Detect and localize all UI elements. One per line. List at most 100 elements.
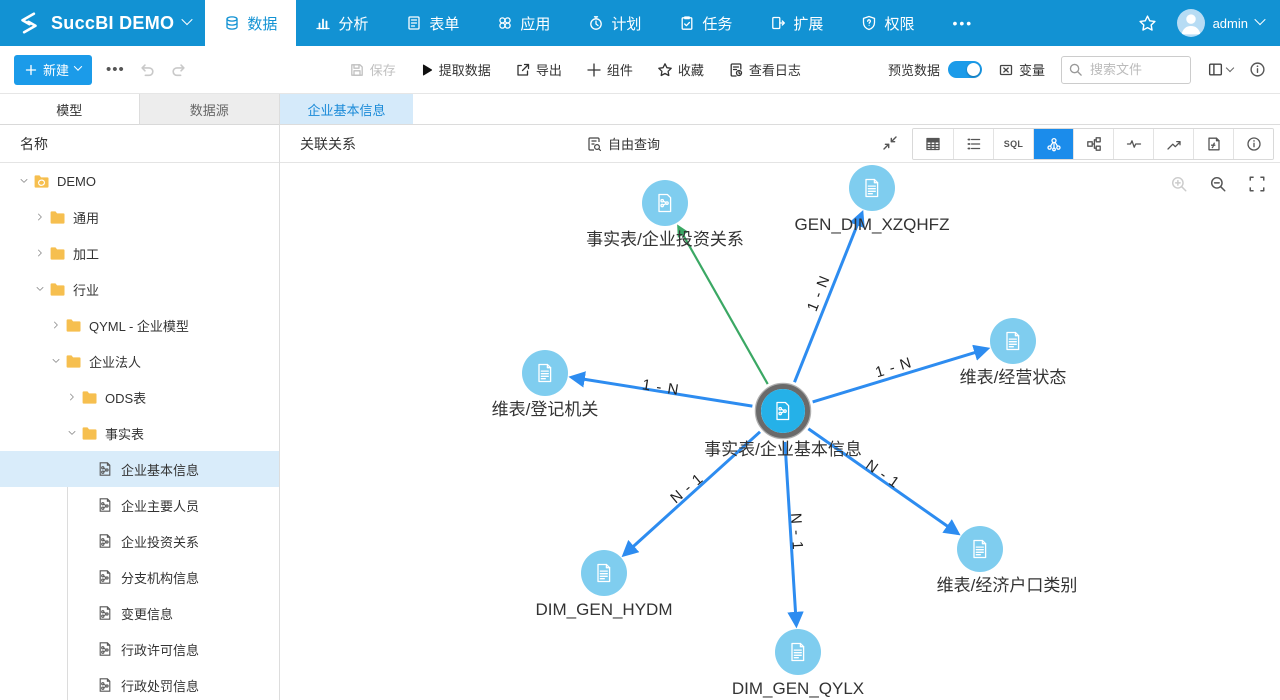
search-input[interactable] — [1061, 55, 1191, 84]
model-node-icon — [658, 193, 672, 213]
model-doc-icon — [96, 533, 114, 549]
tree-item[interactable]: 加工 — [0, 235, 279, 271]
user-menu[interactable]: admin — [1176, 9, 1266, 37]
nav-item-bar-chart[interactable]: 分析 — [296, 0, 387, 46]
save-button[interactable]: 保存 — [349, 60, 396, 79]
export-icon — [515, 62, 531, 78]
nav-item-apps[interactable]: 应用 — [478, 0, 569, 46]
caret-right-icon[interactable] — [32, 248, 48, 258]
nav-item-shield[interactable]: 权限 — [842, 0, 933, 46]
tree-item[interactable]: QYML - 企业模型 — [0, 307, 279, 343]
variables-button[interactable]: 变量 — [998, 60, 1045, 79]
graph-node-jjhk[interactable] — [957, 526, 1003, 572]
graph-node-xzqhfz[interactable] — [849, 165, 895, 211]
nav-item-stopwatch[interactable]: 计划 — [569, 0, 660, 46]
model-doc-icon — [96, 569, 114, 585]
toolbar-right: 预览数据 变量 — [888, 55, 1266, 84]
relation-edge — [783, 441, 804, 629]
caret-right-icon[interactable] — [48, 320, 64, 330]
tree-item[interactable]: 行政许可信息 — [0, 631, 279, 667]
sql-view-button[interactable]: SQL — [993, 129, 1033, 159]
brand-chevron-down-icon[interactable] — [181, 13, 193, 26]
star-button[interactable]: 收藏 — [657, 60, 704, 79]
graph-node-djjg[interactable] — [522, 350, 568, 396]
info-icon[interactable] — [1249, 61, 1266, 78]
graph-node-jyzt[interactable] — [990, 318, 1036, 364]
sidebar-tab-model[interactable]: 模型 — [0, 94, 140, 125]
tree-item[interactable]: 行业 — [0, 271, 279, 307]
tree-item[interactable]: DEMO — [0, 163, 279, 199]
undo-icon[interactable] — [139, 61, 156, 78]
succbi-logo-icon — [16, 10, 42, 36]
caret-right-icon[interactable] — [64, 392, 80, 402]
tree-item[interactable]: 企业基本信息 — [0, 451, 279, 487]
save-icon — [349, 62, 365, 78]
preview-data-toggle[interactable] — [947, 61, 982, 78]
doc-tab-active[interactable]: 企业基本信息 — [280, 94, 413, 124]
brand[interactable]: SuccBI DEMO — [0, 0, 205, 46]
tree-item[interactable]: 行政处罚信息 — [0, 667, 279, 700]
node-label: 维表/登记机关 — [492, 400, 599, 419]
redo-icon[interactable] — [170, 61, 187, 78]
tree-item[interactable]: 变更信息 — [0, 595, 279, 631]
trend-view-button[interactable] — [1153, 129, 1193, 159]
tree-item[interactable]: 通用 — [0, 199, 279, 235]
folder-icon — [48, 245, 66, 262]
favorite-star-icon[interactable] — [1138, 14, 1157, 33]
table-view-button[interactable] — [913, 129, 953, 159]
fx-view-button[interactable] — [1193, 129, 1233, 159]
zoom-in-icon[interactable] — [1170, 175, 1188, 193]
caret-down-icon[interactable] — [16, 176, 32, 186]
list-view-button[interactable] — [953, 129, 993, 159]
tree-item[interactable]: 企业投资关系 — [0, 523, 279, 559]
caret-down-icon[interactable] — [48, 356, 64, 366]
caret-right-icon[interactable] — [32, 212, 48, 222]
nav-item-extension[interactable]: 扩展 — [751, 0, 842, 46]
graph-node-tzgx[interactable] — [642, 180, 688, 226]
tree-item[interactable]: ODS表 — [0, 379, 279, 415]
fx-view-icon — [1206, 136, 1222, 152]
node-label: 维表/经济户口类别 — [937, 576, 1078, 595]
layout-switch-button[interactable] — [1207, 61, 1235, 78]
tree-item[interactable]: 企业法人 — [0, 343, 279, 379]
graph-view-button[interactable] — [1033, 129, 1073, 159]
file-search — [1061, 55, 1191, 84]
tree-item[interactable]: 分支机构信息 — [0, 559, 279, 595]
graph-node-center[interactable] — [754, 382, 812, 440]
tree-item[interactable]: 事实表 — [0, 415, 279, 451]
table-node-icon — [973, 539, 987, 559]
more-actions-button[interactable]: ••• — [106, 61, 125, 78]
nav-item-more[interactable]: ••• — [952, 15, 974, 31]
table-node-icon — [791, 642, 805, 662]
sidebar-tab-datasource[interactable]: 数据源 — [139, 94, 279, 125]
caret-down-icon[interactable] — [64, 428, 80, 438]
folder-icon — [80, 389, 98, 406]
play-button[interactable]: 提取数据 — [420, 60, 491, 79]
nav-item-database[interactable]: 数据 — [205, 0, 297, 46]
log-icon — [728, 62, 744, 78]
model-doc-icon — [96, 677, 114, 693]
graph-node-qylx[interactable] — [775, 629, 821, 675]
plus-button[interactable]: 组件 — [586, 60, 633, 79]
collapse-panel-icon[interactable] — [882, 135, 898, 156]
new-button[interactable]: 新建 — [14, 54, 93, 85]
zoom-out-icon[interactable] — [1209, 175, 1227, 193]
pulse-view-button[interactable] — [1113, 129, 1153, 159]
export-button[interactable]: 导出 — [515, 60, 562, 79]
fit-screen-icon[interactable] — [1248, 175, 1266, 193]
relation-edge — [807, 427, 961, 536]
navbar-menu: 数据分析表单应用计划任务扩展权限 ••• — [205, 0, 992, 46]
nav-item-form[interactable]: 表单 — [387, 0, 478, 46]
caret-down-icon[interactable] — [32, 284, 48, 294]
log-button[interactable]: 查看日志 — [728, 60, 801, 79]
nav-item-task[interactable]: 任务 — [660, 0, 751, 46]
model-doc-icon — [96, 497, 114, 513]
info-view-button[interactable] — [1233, 129, 1273, 159]
org-view-button[interactable] — [1073, 129, 1113, 159]
graph-node-hydm[interactable] — [581, 550, 627, 596]
graph-view-icon — [1046, 136, 1062, 152]
task-icon — [679, 15, 695, 31]
tree-item[interactable]: 企业主要人员 — [0, 487, 279, 523]
free-query-button[interactable]: 自由查询 — [586, 125, 660, 162]
